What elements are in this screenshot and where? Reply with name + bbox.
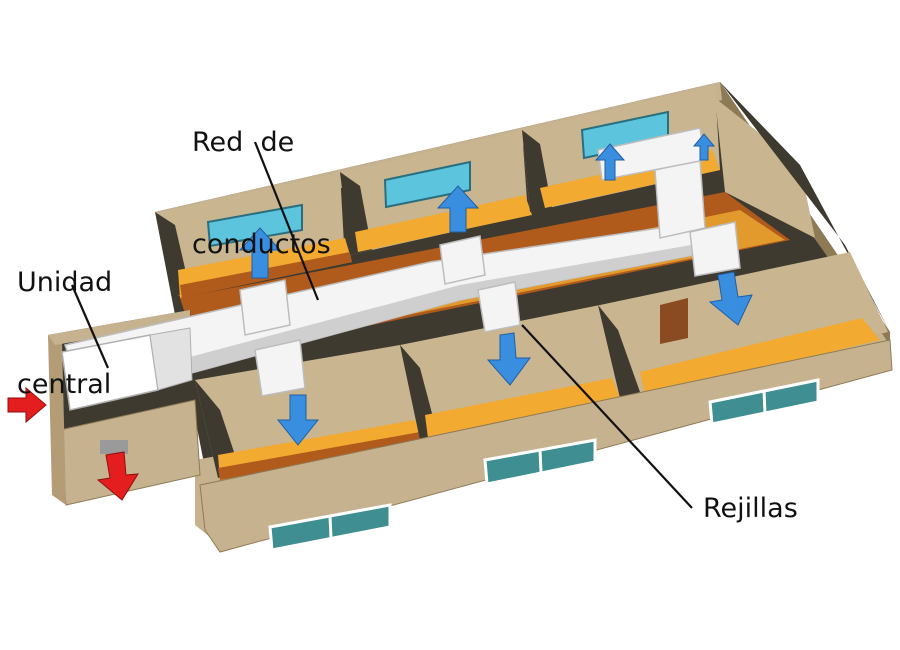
label-central-unit-line-1: Unidad [17, 267, 113, 298]
room-front-3-wall [600, 252, 888, 398]
exterior-window-1-mullion [328, 515, 333, 539]
door-front-3 [660, 298, 688, 344]
leader-lines [70, 141, 693, 509]
duct-branch-front-2 [477, 281, 521, 333]
room-front-3-shadow [598, 305, 640, 398]
supply-air-arrows [238, 133, 753, 446]
exhaust-grille [100, 440, 128, 454]
central-unit-box-side [149, 327, 193, 391]
intake-air-arrow [7, 386, 47, 424]
label-central-unit-line-2: central [17, 369, 112, 400]
duct-branch-back-3-riser [654, 159, 706, 239]
exterior-window-2-mullion [538, 449, 543, 473]
room-back-2-floor [355, 195, 532, 252]
label-duct-network-line-1: Red de [192, 127, 295, 158]
room-front-2-floor [425, 378, 620, 438]
exterior-window-3-mullion [762, 390, 767, 414]
leader-line-central-unit [70, 284, 110, 369]
front-facade [199, 339, 893, 553]
duct-branch-front-1 [254, 339, 306, 397]
duct-network [61, 127, 741, 411]
leader-line-grilles-1 [521, 324, 693, 509]
supply-air-arrow-front-3 [708, 271, 753, 326]
supply-air-arrow-back-3 [594, 143, 626, 181]
vent-window-back-1 [206, 203, 303, 248]
back-rooms [155, 85, 720, 298]
exhaust-air-arrow [96, 451, 139, 501]
supply-air-arrow-back-3b [692, 133, 716, 161]
duct-branch-front-3 [689, 221, 741, 277]
room-front-3-floor [640, 318, 880, 396]
room-right-end [715, 98, 815, 238]
intake-exhaust-arrows [7, 386, 139, 501]
annex-left-wall [48, 335, 66, 505]
supply-air-arrow-front-2 [486, 332, 531, 386]
label-grilles: Rejillas [703, 493, 798, 524]
supply-air-arrow-back-2 [436, 185, 480, 233]
duct-branch-back-1 [239, 279, 291, 336]
supply-air-arrow-front-1 [276, 394, 320, 446]
label-central-unit: Unidad central [17, 198, 112, 436]
supply-air-arrow-back-1 [238, 227, 282, 279]
leader-line-duct-network [253, 141, 320, 301]
annex-back-wall [48, 310, 190, 345]
duct-branch-back-2 [439, 235, 486, 285]
main-duct-trunk-shade [85, 240, 720, 402]
room-front-1-floor-shadow [218, 432, 422, 480]
vent-window-back-2 [383, 160, 471, 209]
label-duct-network-line-2: conductos [192, 229, 331, 260]
label-duct-network: Red de conductos [192, 58, 331, 296]
